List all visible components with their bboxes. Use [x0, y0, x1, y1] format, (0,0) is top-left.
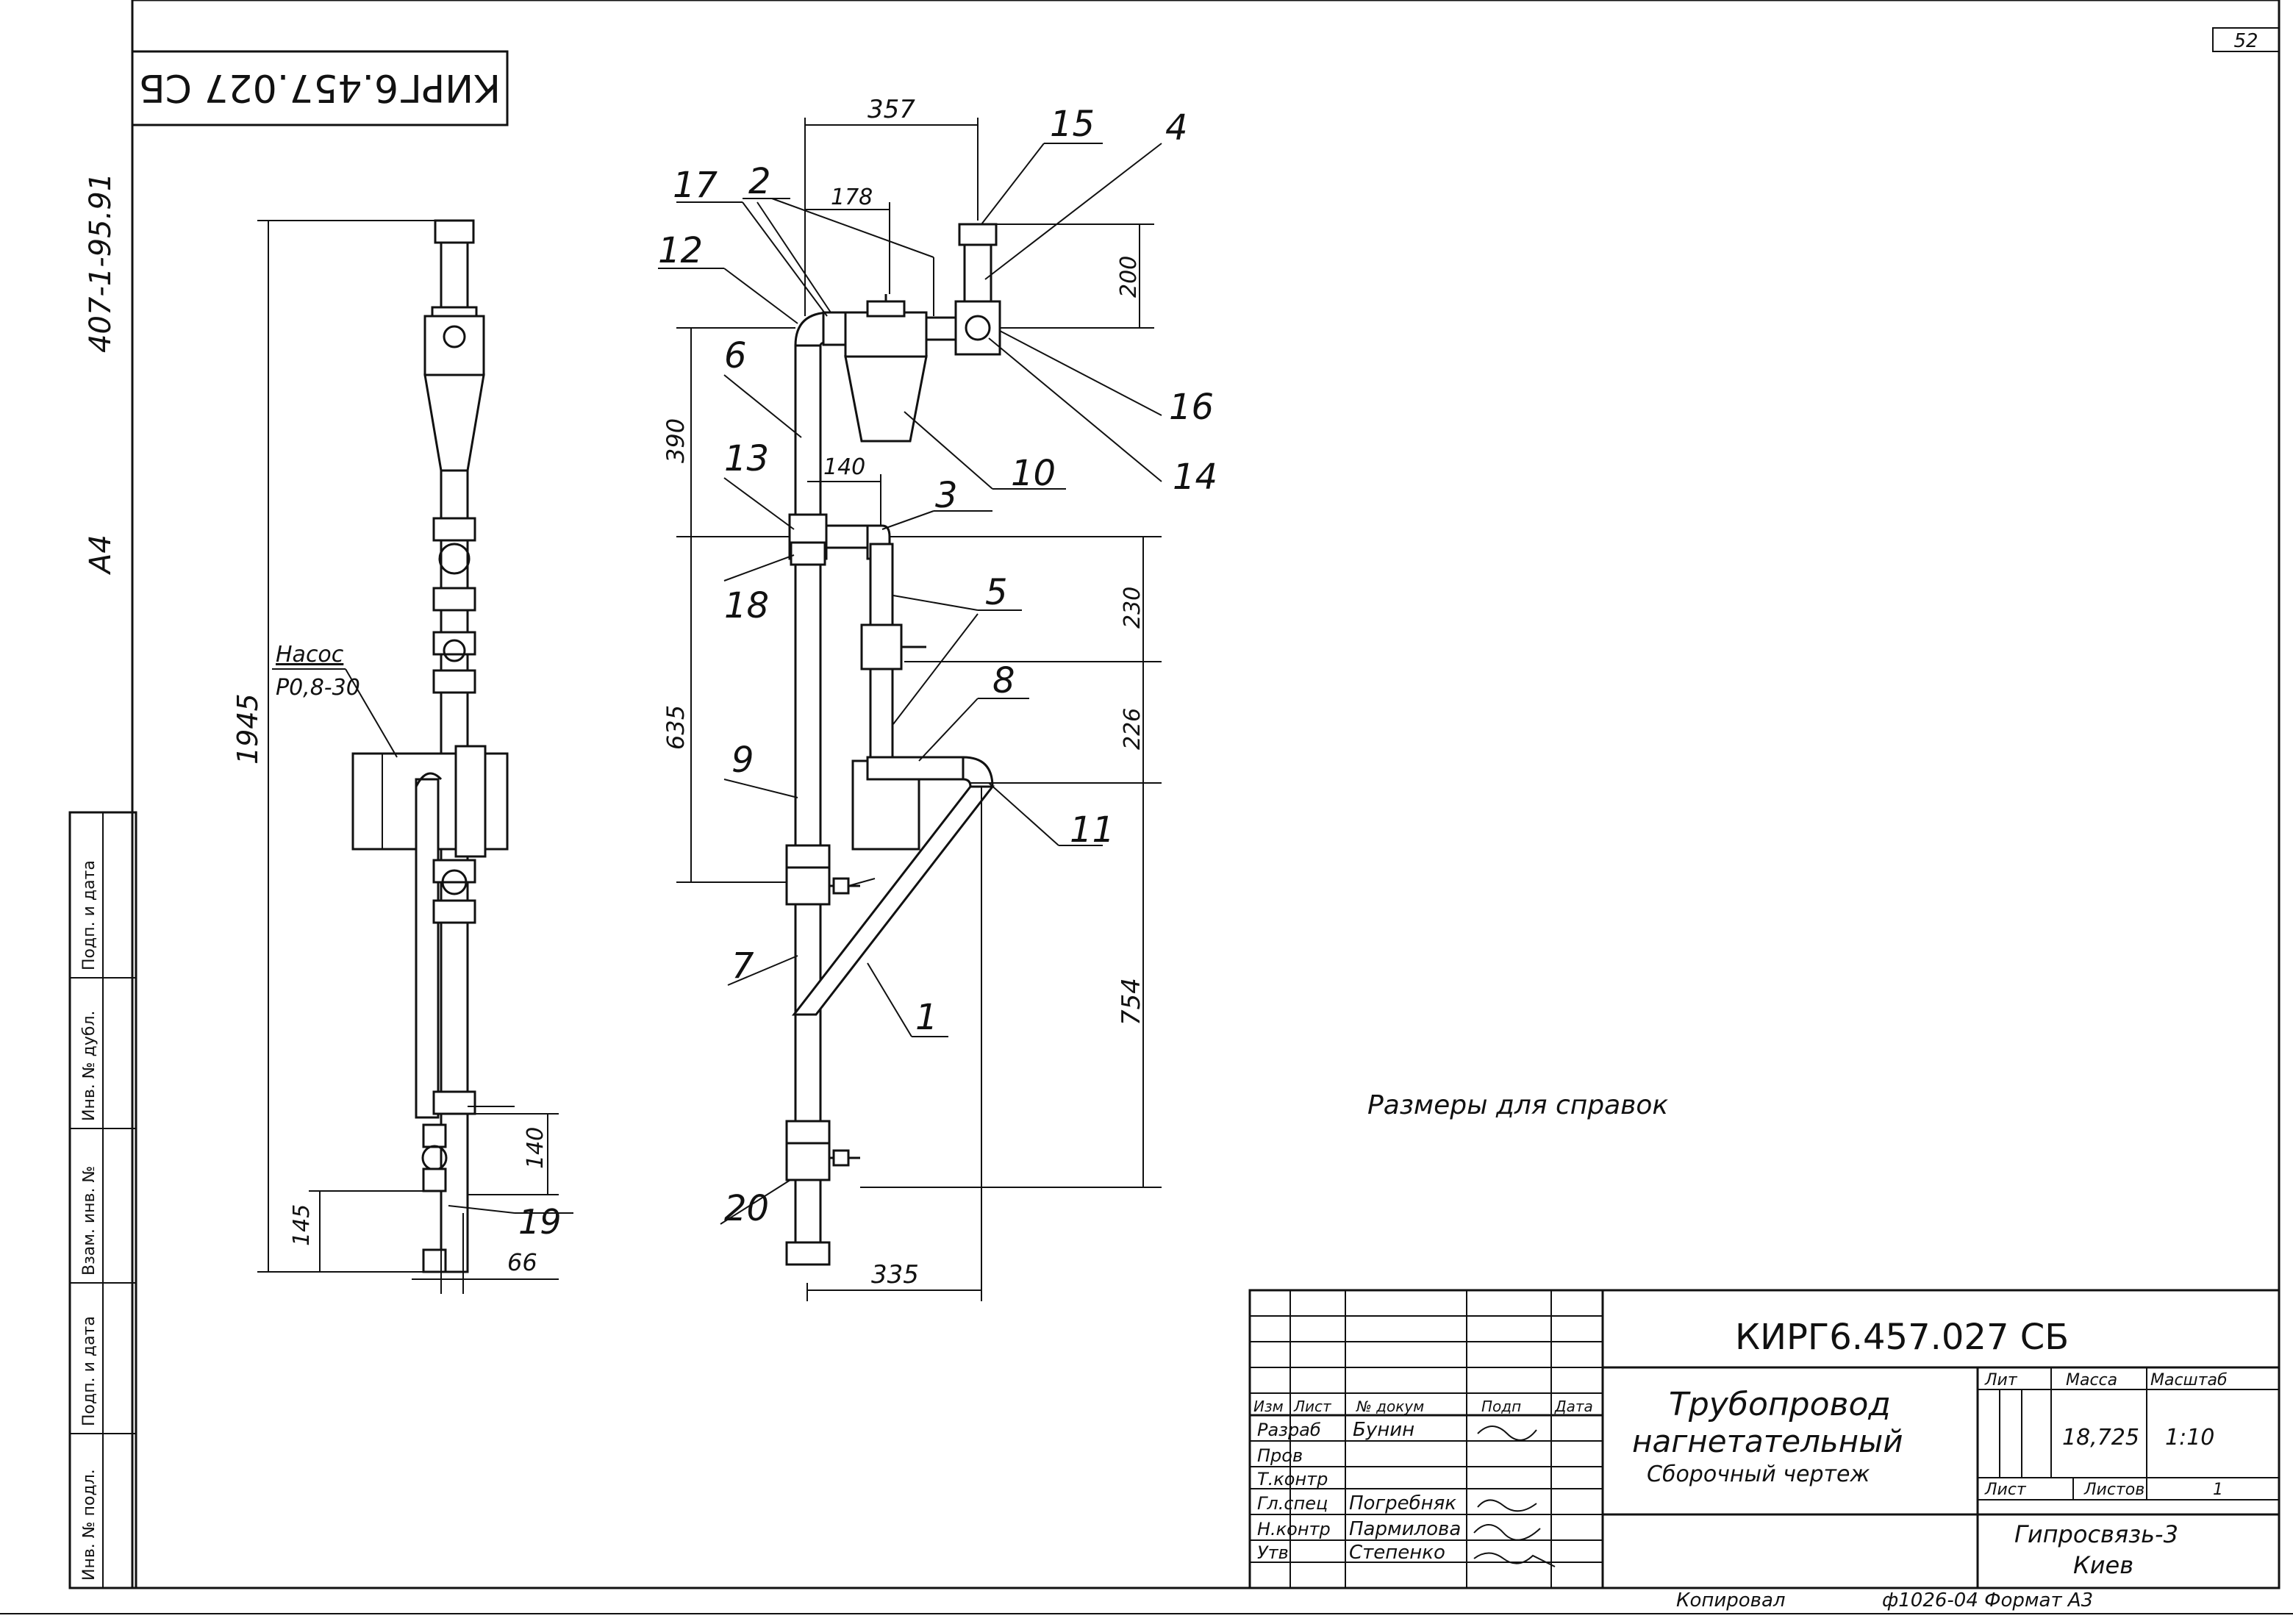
dim-145: 145 [289, 1204, 315, 1246]
left-stamp-r4: Подп. и дата [80, 1316, 99, 1426]
callout-19: 19 [518, 1202, 562, 1242]
callout-5: 5 [985, 572, 1008, 613]
callout-13: 13 [724, 438, 769, 479]
name-glspec: Погребняк [1349, 1492, 1456, 1514]
lit-label: Лит [1984, 1371, 2018, 1389]
title-block: КИРГ6.457.027 СБ Трубопровод нагнетатель… [1248, 1289, 2281, 1589]
callout-7: 7 [731, 945, 754, 987]
copied-label: Копировал [1676, 1589, 1786, 1612]
pump-model: Р0,8-30 [276, 675, 360, 701]
dim-1945: 1945 [232, 693, 264, 765]
side-format: А4 [84, 534, 118, 576]
drawing-frame [131, 0, 2281, 1589]
sheet-label: Лист [1984, 1481, 2027, 1499]
side-view-dimensions: 1945 145 140 66 Насос Р0,8-30 19 [232, 220, 573, 1294]
left-stamp-r1: Подп. и дата [80, 860, 99, 970]
dim-140b: 140 [523, 1127, 548, 1169]
side-code: 407-1-95.91 [84, 173, 118, 353]
callout-16: 16 [1169, 387, 1214, 428]
name-nkontr: Пармилова [1349, 1518, 1461, 1540]
sheet-number-box [2212, 27, 2280, 52]
dim-754: 754 [1117, 978, 1146, 1026]
signature-utv [1473, 1552, 1556, 1567]
callout-12: 12 [658, 230, 703, 271]
dim-357: 357 [868, 95, 915, 124]
callout-17: 17 [673, 165, 718, 206]
dim-140a: 140 [823, 454, 865, 480]
title-line-2: нагнетательный [1632, 1423, 1903, 1459]
name-razrab: Бунин [1353, 1419, 1414, 1441]
callout-18: 18 [724, 585, 769, 626]
hdr-date: Дата [1554, 1398, 1593, 1415]
role-glspec: Гл.спец [1257, 1493, 1328, 1514]
sheet-number: 52 [2233, 30, 2258, 52]
title-line-3: Сборочный чертеж [1647, 1462, 1870, 1487]
dim-200: 200 [1116, 256, 1142, 298]
callout-2: 2 [748, 161, 771, 202]
scale-value: 1:10 [2165, 1425, 2214, 1450]
dim-335: 335 [871, 1260, 919, 1289]
dim-635: 635 [662, 705, 690, 750]
hdr-list: Лист [1293, 1398, 1332, 1415]
left-stamp-r2: Инв. № дубл. [80, 1010, 99, 1121]
front-view-assembly [785, 223, 1001, 1266]
title-block-doc-code: КИРГ6.457.027 СБ [1735, 1317, 2069, 1358]
left-stamp-r3: Взам. инв. № [80, 1166, 99, 1276]
callout-9: 9 [731, 740, 754, 781]
signature-nkontr [1473, 1524, 1541, 1541]
dim-178: 178 [831, 185, 873, 210]
scale-label: Масштаб [2150, 1371, 2228, 1389]
mass-value: 18,725 [2062, 1425, 2139, 1450]
role-prov: Пров [1257, 1445, 1303, 1466]
top-stamp-box [131, 50, 509, 126]
role-razrab: Разраб [1257, 1420, 1321, 1440]
dim-226: 226 [1120, 708, 1145, 750]
reference-note: Размеры для справок [1367, 1090, 1668, 1120]
signature-glspec [1477, 1499, 1537, 1512]
signature-razrab [1477, 1426, 1537, 1441]
format-line: ф1026-04 Формат А3 [1882, 1589, 2093, 1612]
name-utv: Степенко [1349, 1542, 1445, 1564]
callout-6: 6 [724, 335, 747, 376]
dim-230: 230 [1120, 587, 1145, 629]
hdr-doc: № докум [1356, 1398, 1424, 1415]
callout-10: 10 [1011, 453, 1056, 494]
top-stamp-code: КИРГ6.457.027 СБ [139, 65, 501, 110]
sheets-value: 1 [2213, 1481, 2223, 1499]
callout-3: 3 [935, 475, 958, 516]
callout-15: 15 [1050, 104, 1095, 145]
callout-11: 11 [1070, 809, 1115, 851]
role-nkontr: Н.контр [1257, 1519, 1331, 1539]
callout-4: 4 [1165, 107, 1188, 149]
left-stamp-table: Подп. и дата Инв. № дубл. Взам. инв. № П… [68, 811, 137, 1589]
mass-label: Масса [2066, 1371, 2117, 1389]
callout-20: 20 [724, 1188, 769, 1229]
hdr-sign: Подп [1481, 1398, 1521, 1415]
dim-390: 390 [662, 418, 690, 463]
front-view-dimensions: 357 178 200 390 140 635 230 226 754 [662, 95, 1162, 1301]
side-view-assembly [351, 219, 515, 1273]
org-line-2: Киев [2073, 1551, 2133, 1579]
pump-name: Насос [276, 642, 344, 668]
front-view-callouts: 17 2 12 6 13 18 9 7 20 15 4 [658, 104, 1217, 1229]
org-line-1: Гипросвязь-3 [2014, 1520, 2178, 1548]
sheets-label: Листов [2083, 1481, 2144, 1499]
role-tkontr: Т.контр [1257, 1469, 1328, 1489]
role-utv: Утв [1257, 1542, 1289, 1563]
hdr-izm: Изм [1253, 1398, 1284, 1415]
callout-8: 8 [992, 660, 1015, 701]
callout-14: 14 [1173, 457, 1217, 498]
callout-1: 1 [915, 997, 938, 1038]
title-line-1: Трубопровод [1669, 1386, 1891, 1423]
left-stamp-r5: Инв. № подл. [80, 1469, 99, 1581]
dim-66: 66 [507, 1248, 537, 1276]
